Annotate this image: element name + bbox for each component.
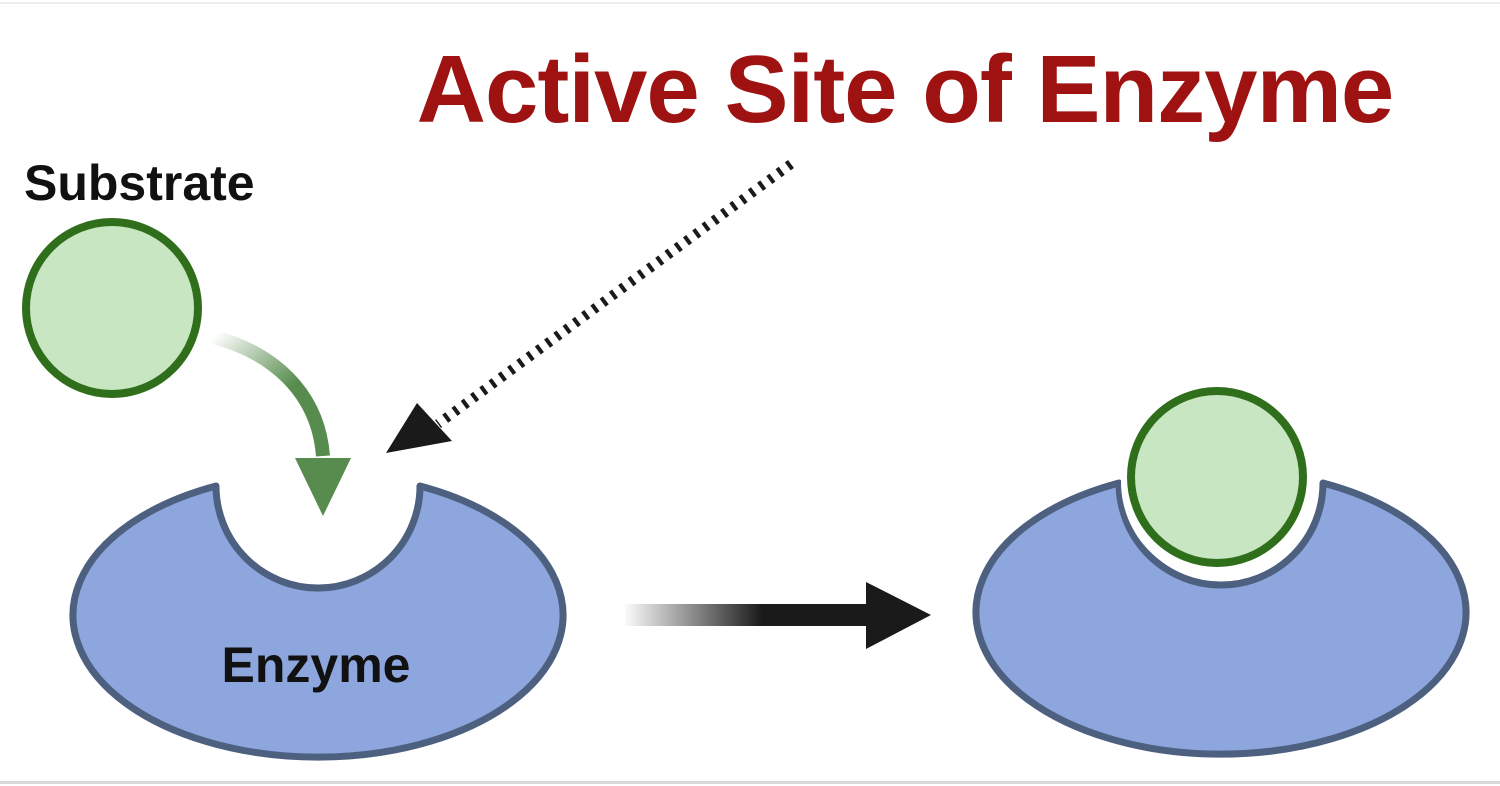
pointer-arrow-dashed-line bbox=[435, 159, 794, 429]
enzyme-blob-right bbox=[972, 479, 1470, 758]
substrate-entry-arrow bbox=[211, 330, 351, 516]
bottom-border-line bbox=[0, 781, 1500, 784]
enzyme-blob-left bbox=[69, 482, 567, 761]
substrate-entry-arrowhead-icon bbox=[295, 458, 351, 516]
top-border-line bbox=[0, 2, 1500, 4]
reaction-arrow-icon bbox=[625, 582, 931, 649]
bound-substrate-circle bbox=[1127, 387, 1307, 567]
page-title: Active Site of Enzyme bbox=[416, 36, 1395, 143]
substrate-label: Substrate bbox=[24, 155, 255, 211]
substrate-circle bbox=[22, 218, 202, 398]
substrate-entry-arrow-shaft bbox=[211, 330, 330, 457]
enzyme-label: Enzyme bbox=[221, 637, 411, 693]
pointer-arrowhead-icon bbox=[386, 403, 452, 453]
active-site-pointer-arrow bbox=[386, 159, 794, 453]
